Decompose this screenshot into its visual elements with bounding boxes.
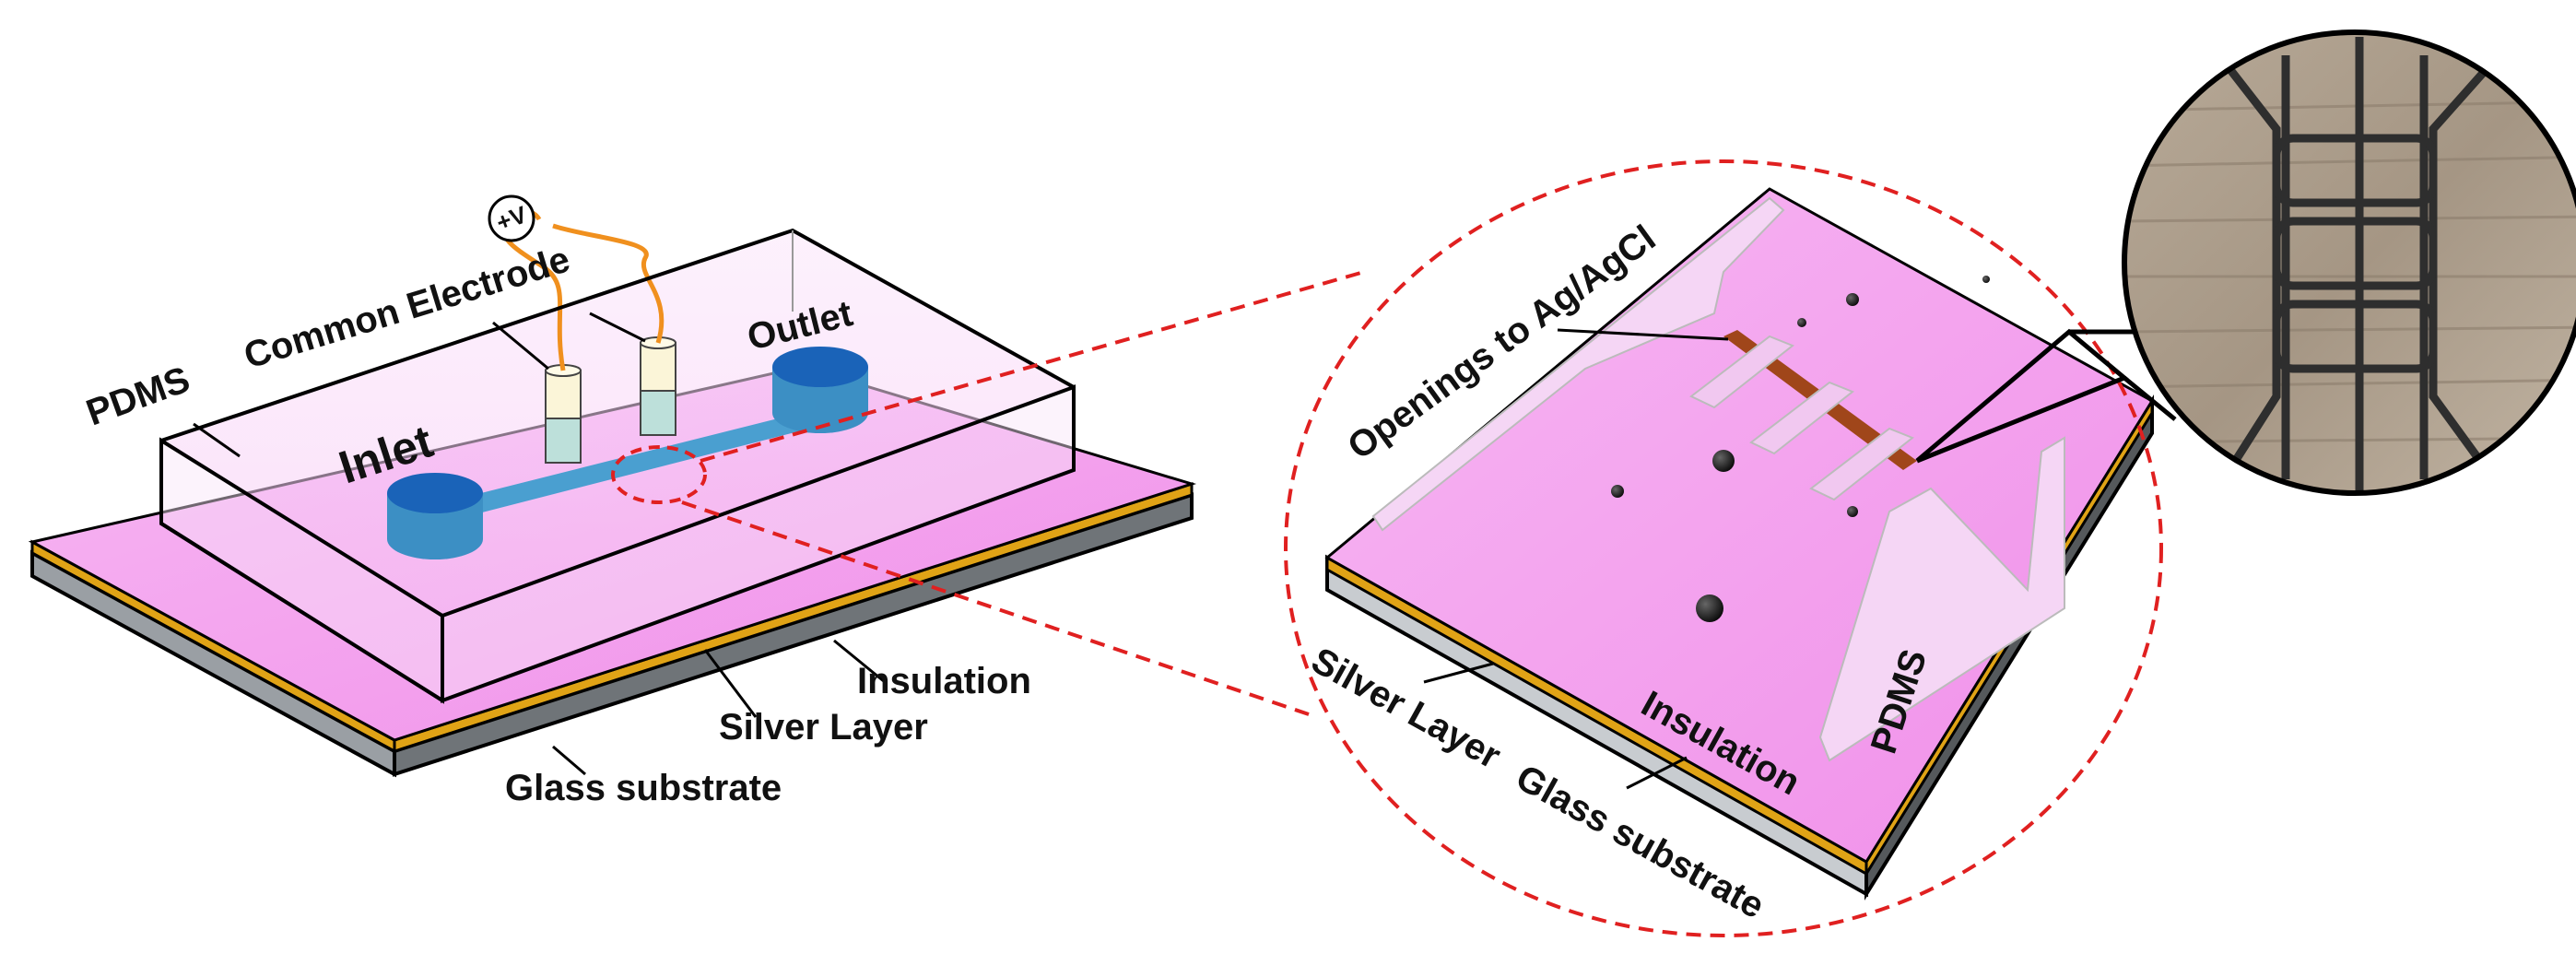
zoom-pdms-wall-right xyxy=(1818,436,2065,762)
electrode-2 xyxy=(640,336,676,436)
inlet-reservoir xyxy=(387,473,483,559)
label-insulation-left: Insulation xyxy=(857,661,1031,701)
outlet-reservoir xyxy=(772,347,868,433)
zoom-source-circle xyxy=(611,445,707,504)
label-pdms-left: PDMS xyxy=(81,359,195,434)
pdms-right-face xyxy=(441,384,1076,703)
zoom-dashed-circle xyxy=(1284,159,2163,937)
label-silver-layer-left: Silver Layer xyxy=(719,707,928,747)
electrode-1 xyxy=(545,364,582,464)
zoom-connectors xyxy=(681,270,1365,716)
microscope-inset xyxy=(1915,29,2576,496)
zoom-pdms-wall-left xyxy=(1371,196,1785,532)
microscope-inset-border xyxy=(2122,29,2576,496)
zoom-beads xyxy=(1611,276,1990,622)
label-glass-substrate-left: Glass substrate xyxy=(505,768,782,808)
zoom-insulating-bars xyxy=(1689,335,1914,501)
zoom-view: Openings to Ag/AgCl Silver Layer Glass s… xyxy=(1284,159,2163,937)
left-device: +V PDMS Common Electrode Inlet Outlet In… xyxy=(28,194,1197,808)
voltage-source-icon xyxy=(488,194,535,242)
wire-2 xyxy=(552,223,665,344)
